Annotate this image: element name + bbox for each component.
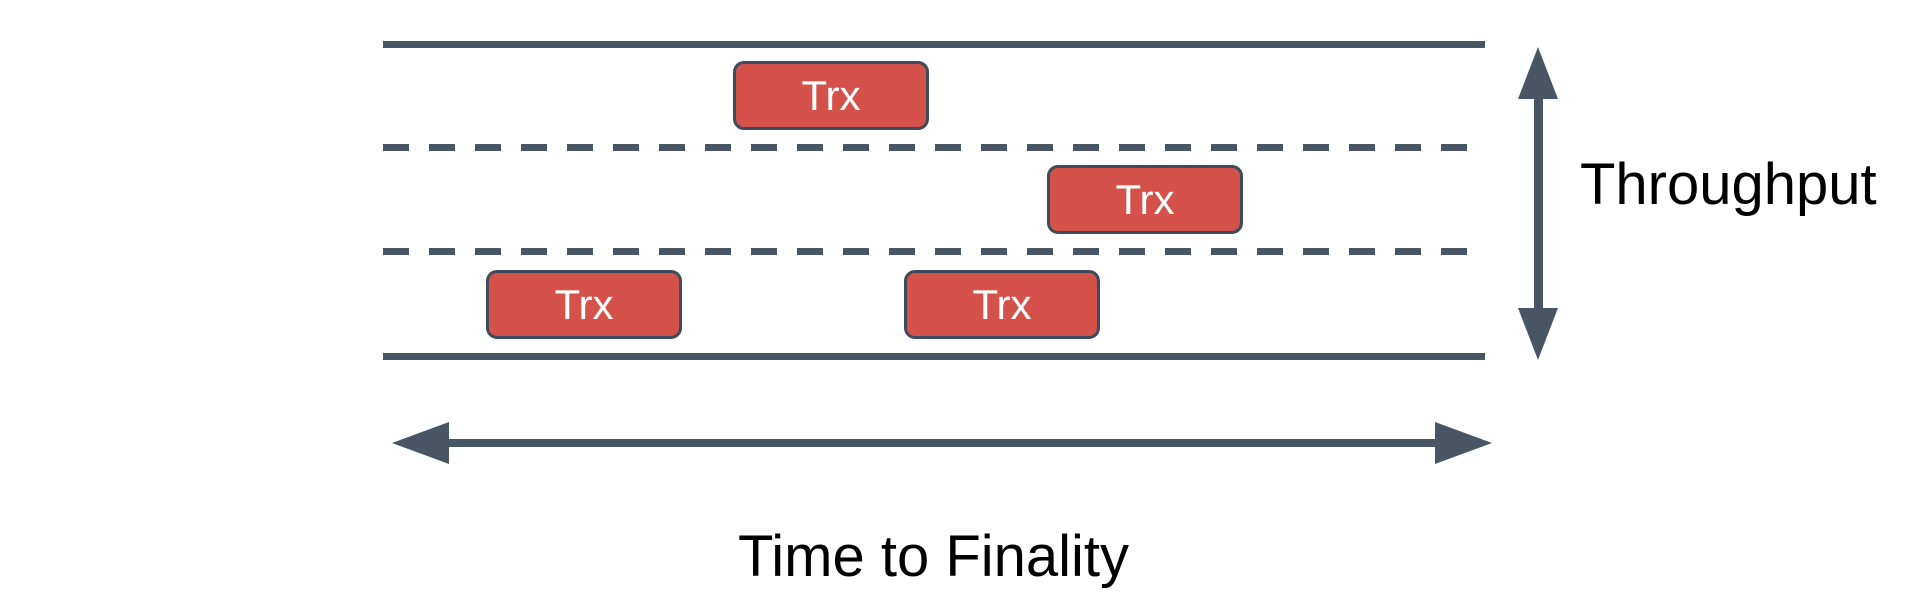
time-to-finality-axis-label: Time to Finality [738, 524, 1130, 589]
transaction-label: Trx [801, 71, 861, 119]
transaction-box: Trx [486, 270, 682, 339]
throughput-arrow-shaft [1534, 92, 1543, 316]
lane-divider-dashed-line [383, 144, 1485, 151]
lane-divider-dashed-line [383, 248, 1485, 255]
road-edge-top-line [383, 41, 1485, 48]
finality-arrow-left-head [392, 422, 449, 464]
transaction-box: Trx [1047, 165, 1243, 234]
road-edge-bottom-line [383, 353, 1485, 360]
throughput-arrow-down-head [1518, 308, 1558, 360]
transaction-label: Trx [972, 280, 1032, 328]
finality-arrow-shaft [444, 439, 1440, 447]
transaction-box: Trx [904, 270, 1100, 339]
transaction-label: Trx [1115, 175, 1175, 223]
transaction-box: Trx [733, 61, 929, 130]
finality-arrow-right-head [1435, 422, 1492, 464]
throughput-arrow-up-head [1518, 47, 1558, 99]
transaction-label: Trx [554, 280, 614, 328]
throughput-axis-label: Throughput [1580, 152, 1877, 217]
